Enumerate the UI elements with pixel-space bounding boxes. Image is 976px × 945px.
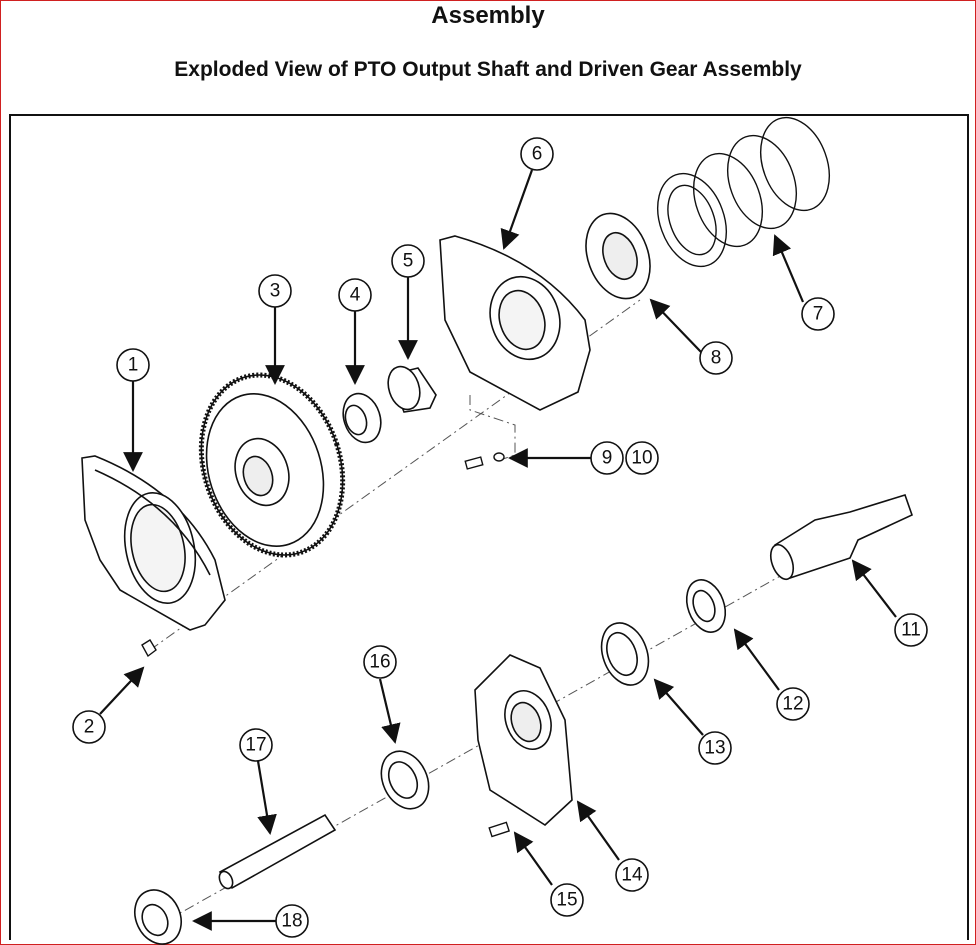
- callout-16: 16: [369, 652, 390, 673]
- callout-3: 3: [270, 281, 281, 302]
- callout-1: 1: [128, 355, 139, 376]
- clip-part: [141, 639, 157, 658]
- callout-11: 11: [901, 620, 921, 641]
- driven-gear-part: [198, 372, 346, 558]
- callout-13: 13: [704, 738, 725, 759]
- callout-6: 6: [532, 144, 543, 165]
- housing-part: [439, 235, 591, 411]
- page-title: Assembly: [431, 2, 545, 29]
- callout-17: 17: [245, 735, 266, 756]
- callout-5: 5: [403, 251, 414, 272]
- splined-shaft-part: [218, 813, 337, 890]
- diagram-frame: [9, 114, 969, 940]
- callout-4: 4: [350, 285, 361, 306]
- bearing-housing-part: [474, 654, 573, 827]
- bolt-washer-part: [464, 452, 505, 470]
- callout-2: 2: [84, 717, 95, 738]
- callout-9: 9: [602, 448, 613, 469]
- callout-14: 14: [621, 865, 643, 886]
- retainer-part: [585, 212, 651, 300]
- callout-circles: [72, 137, 928, 938]
- figure-subtitle: Exploded View of PTO Output Shaft and Dr…: [174, 58, 802, 81]
- bolt-lower-part: [488, 821, 510, 838]
- output-shaft-part: [769, 494, 913, 581]
- bearing-cone-part: [342, 392, 382, 444]
- seal-part: [380, 750, 430, 810]
- callout-12: 12: [782, 694, 803, 715]
- callout-10: 10: [631, 448, 652, 469]
- callout-15: 15: [556, 890, 577, 911]
- bearing-cup-lower-part: [600, 622, 650, 686]
- bearing-cup-part: [387, 365, 437, 413]
- seal-lower-part: [134, 889, 182, 945]
- leader-arrows: [99, 169, 897, 931]
- callout-7: 7: [813, 304, 824, 325]
- bearing-cone-lower-part: [685, 579, 727, 633]
- callout-18: 18: [281, 911, 302, 932]
- callout-8: 8: [711, 348, 722, 369]
- gear-cover-part: [81, 455, 226, 631]
- shim-stack-part: [657, 116, 830, 268]
